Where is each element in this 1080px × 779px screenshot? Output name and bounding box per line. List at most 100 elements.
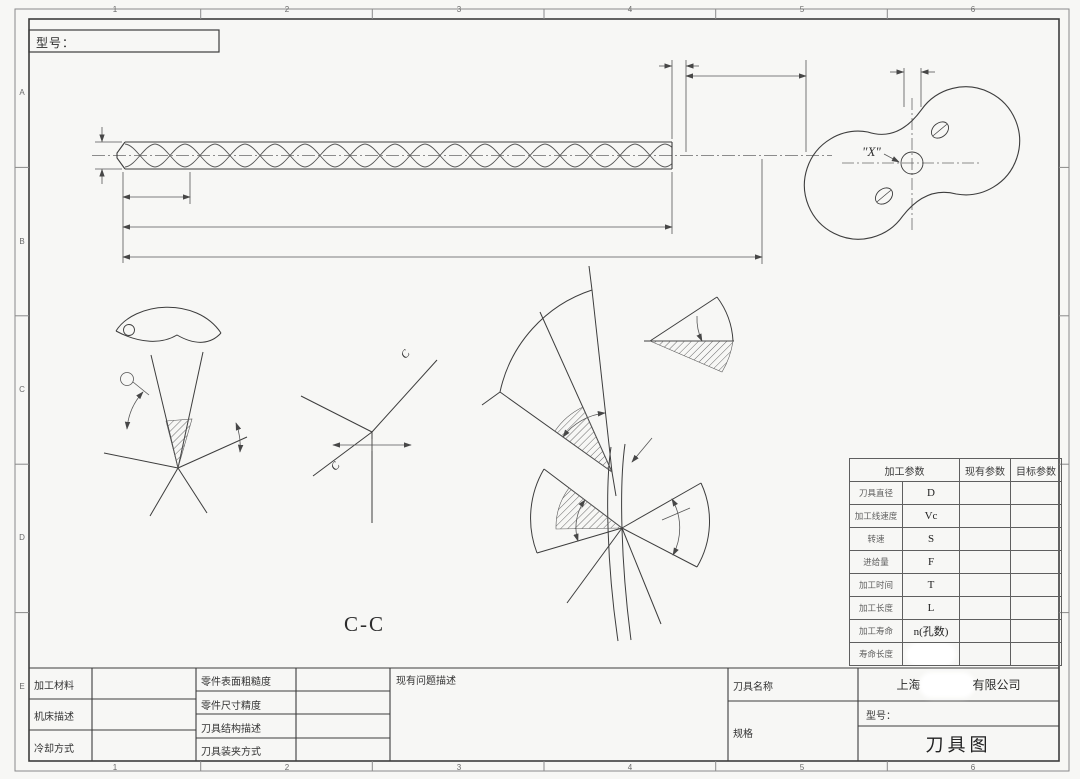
title-block-lines bbox=[29, 667, 1059, 761]
param-symbol: D bbox=[902, 481, 960, 505]
param-label: 加工线速度 bbox=[849, 504, 903, 528]
param-symbol: S bbox=[902, 527, 960, 551]
param-label: 加工寿命 bbox=[849, 619, 903, 643]
param-target-cell bbox=[1010, 550, 1062, 574]
material-label: 加工材料 bbox=[34, 681, 74, 692]
zone-col-label: 5 bbox=[799, 5, 805, 14]
param-label: 寿命长度 bbox=[849, 642, 903, 666]
param-current-cell bbox=[959, 642, 1011, 666]
zone-col-label: 2 bbox=[284, 5, 290, 14]
param-header-machining: 加工参数 bbox=[849, 458, 960, 482]
param-current-cell bbox=[959, 619, 1011, 643]
surface-roughness-label: 零件表面粗糙度 bbox=[201, 677, 271, 688]
tip-detail-view bbox=[103, 306, 248, 517]
end-view-dimensions bbox=[883, 68, 935, 163]
param-current-cell bbox=[959, 481, 1011, 505]
section-label: C-C bbox=[344, 612, 386, 636]
param-label: 加工时间 bbox=[849, 573, 903, 597]
param-current-cell bbox=[959, 527, 1011, 551]
end-view-x: "X" bbox=[803, 68, 1021, 240]
cooling-method-label: 冷却方式 bbox=[34, 744, 74, 755]
zone-row-label: D bbox=[19, 533, 25, 542]
param-symbol: F bbox=[902, 550, 960, 574]
spec-label: 规格 bbox=[733, 729, 753, 740]
param-target-cell bbox=[1010, 596, 1062, 620]
param-target-cell bbox=[1010, 527, 1062, 551]
zone-col-label: 4 bbox=[627, 5, 633, 14]
param-label: 转速 bbox=[849, 527, 903, 551]
zone-col-label: 4 bbox=[627, 763, 633, 772]
param-current-cell bbox=[959, 596, 1011, 620]
param-row: 加工时间 T bbox=[849, 573, 1062, 597]
hatched-region bbox=[649, 340, 734, 373]
drill-point bbox=[116, 141, 126, 170]
model-number-label: 型号： bbox=[36, 36, 76, 50]
tool-name-label: 刀具名称 bbox=[733, 682, 773, 693]
model-label-bottom: 型号： bbox=[866, 711, 896, 722]
param-row: 寿命长度 bbox=[849, 642, 1062, 666]
flank-angle-detail bbox=[530, 437, 710, 642]
section-mark-c: C bbox=[399, 347, 413, 361]
zone-col-label: 5 bbox=[799, 763, 805, 772]
company-prefix: 上海 bbox=[896, 678, 921, 692]
zone-col-label: 3 bbox=[456, 763, 462, 772]
redaction-blur bbox=[911, 646, 951, 662]
zone-col-label: 6 bbox=[970, 5, 976, 14]
edge-angle-detail bbox=[481, 265, 617, 497]
hatched-region bbox=[165, 418, 193, 470]
drill-flutes bbox=[125, 142, 672, 169]
zone-col-label: 1 bbox=[112, 5, 118, 14]
param-row: 刀具直径 D bbox=[849, 481, 1062, 505]
machine-desc-label: 机床描述 bbox=[34, 712, 74, 723]
zone-col-label: 2 bbox=[284, 763, 290, 772]
param-target-cell bbox=[1010, 573, 1062, 597]
end-view-label: "X" bbox=[862, 144, 881, 159]
section-mark-c: C bbox=[329, 459, 343, 473]
param-label: 进给量 bbox=[849, 550, 903, 574]
section-c-c-dimensions bbox=[332, 439, 412, 451]
param-header-row: 加工参数 现有参数 目标参数 bbox=[849, 458, 1062, 482]
relief-angle-detail bbox=[644, 296, 734, 373]
param-row: 进给量 F bbox=[849, 550, 1062, 574]
param-current-cell bbox=[959, 550, 1011, 574]
param-header-target: 目标参数 bbox=[1010, 458, 1062, 482]
dimension-accuracy-label: 零件尺寸精度 bbox=[201, 701, 261, 712]
param-label: 加工长度 bbox=[849, 596, 903, 620]
coolant-hole bbox=[874, 187, 894, 205]
coolant-hole bbox=[930, 121, 950, 139]
param-label: 刀具直径 bbox=[849, 481, 903, 505]
hatched-region bbox=[555, 487, 623, 530]
problem-description-label: 现有问题描述 bbox=[396, 676, 456, 687]
param-symbol: T bbox=[902, 573, 960, 597]
param-row: 加工寿命 n(孔数) bbox=[849, 619, 1062, 643]
redaction-blur bbox=[923, 676, 970, 693]
param-row: 加工长度 L bbox=[849, 596, 1062, 620]
param-current-cell bbox=[959, 573, 1011, 597]
param-header-current: 现有参数 bbox=[959, 458, 1011, 482]
company-suffix: 有限公司 bbox=[972, 678, 1021, 692]
param-symbol: Vc bbox=[902, 504, 960, 528]
param-symbol bbox=[902, 642, 960, 666]
twist-drill-side-view bbox=[92, 141, 832, 170]
param-current-cell bbox=[959, 504, 1011, 528]
param-row: 加工线速度 Vc bbox=[849, 504, 1062, 528]
zone-col-label: 1 bbox=[112, 763, 118, 772]
param-target-cell bbox=[1010, 619, 1062, 643]
zone-row-label: B bbox=[19, 237, 25, 246]
machining-parameters-table: 加工参数 现有参数 目标参数 刀具直径 D 加工线速度 Vc 转速 S 进给量 … bbox=[849, 458, 1062, 666]
param-target-cell bbox=[1010, 642, 1062, 666]
zone-row-label: A bbox=[19, 88, 25, 97]
zone-row-label: C bbox=[19, 385, 25, 394]
tool-structure-label: 刀具结构描述 bbox=[201, 724, 261, 735]
zone-ticks bbox=[15, 9, 1069, 771]
model-number-box bbox=[28, 29, 220, 53]
param-row: 转速 S bbox=[849, 527, 1062, 551]
tip-detail-dimensions bbox=[120, 372, 244, 453]
drill-dimensions bbox=[95, 60, 807, 264]
param-target-cell bbox=[1010, 481, 1062, 505]
company-name: 上海 有限公司 bbox=[858, 668, 1059, 701]
section-c-c-view: C C bbox=[300, 347, 438, 523]
zone-row-label: E bbox=[19, 682, 25, 691]
